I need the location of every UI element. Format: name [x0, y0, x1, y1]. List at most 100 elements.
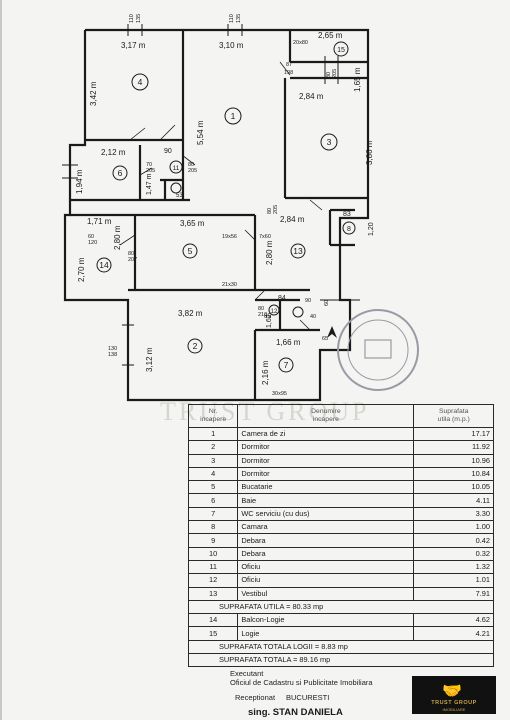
dim-label: 2,16 m [261, 360, 270, 385]
cell-area: 4.21 [413, 626, 494, 641]
room-number-11: 11 [173, 165, 180, 172]
dim-label: 3,65 m [180, 219, 205, 228]
cell-nr: 5 [187, 480, 239, 495]
signature-executant: Executant [230, 669, 264, 678]
dim-label: 2,70 m [77, 257, 86, 282]
dim-label: 2,84 m [280, 215, 305, 224]
room-number-3: 3 [327, 137, 332, 147]
cell-nr: 13 [187, 586, 239, 601]
dim-label: 1,66 m [276, 338, 301, 347]
opening-label: 65 [322, 336, 328, 342]
cell-name: Vestibul [237, 586, 415, 601]
cell-name: WC serviciu (cu dus) [237, 506, 415, 522]
cell-nr: 1 [187, 426, 239, 442]
cell-nr: 3 [187, 453, 239, 468]
room-number-2: 2 [193, 341, 198, 351]
opening-label: 30x95 [272, 391, 287, 397]
opening-label: 40 [310, 314, 316, 320]
opening-label: 80 [258, 306, 264, 312]
opening-label: 87 [286, 62, 292, 68]
cell-name: Camara [237, 520, 415, 535]
opening-label: 135 [136, 14, 142, 23]
opening-label: 90 [305, 298, 311, 304]
cell-nr: 11 [187, 559, 239, 575]
dim-label: 2,80 m [113, 225, 122, 250]
north-arrow-icon [327, 326, 337, 338]
opening-label: 205 [188, 168, 197, 174]
cell-nr: 12 [187, 573, 239, 588]
dim-label: 3,86 m [365, 140, 374, 165]
opening-label: 138 [108, 352, 117, 358]
cell-area: 3.30 [413, 506, 494, 522]
opening-label: 210 [258, 312, 267, 318]
cell-name: Debara [237, 546, 415, 561]
cell-name: Baie [237, 493, 415, 508]
dim-label: 3,10 m [219, 41, 244, 50]
opening-label: 60 [324, 300, 330, 306]
opening-label: 120 [88, 240, 97, 246]
opening-label: 135 [236, 14, 242, 23]
opening-label: 205 [146, 168, 155, 174]
opening-label: 21x30 [222, 282, 237, 288]
dim-label: 53 [176, 193, 183, 199]
page-edge [0, 0, 2, 720]
dim-label: 90 [164, 148, 172, 155]
cell-name: Dormitor [237, 440, 415, 455]
signature-name: sing. STAN DANIELA [248, 707, 343, 718]
handshake-icon: 🤝 [442, 683, 462, 700]
cell-name: Camera de zi [237, 426, 415, 442]
signature-receptionat: Receptionat [235, 693, 276, 702]
cell-area: 7.91 [413, 586, 494, 601]
total-logii: SUPRAFATA TOTALA LOGII = 8.83 mp [188, 639, 494, 655]
cell-nr: 8 [187, 520, 239, 535]
dim-label: 1,71 m [87, 217, 112, 226]
cell-area: 17.17 [413, 426, 494, 442]
table-row-total-utila: SUPRAFATA UTILA = 80.33 mp [188, 599, 494, 615]
dim-label: 3,42 m [89, 81, 98, 106]
cell-name: Oficiu [237, 573, 415, 588]
cell-area: 1.32 [413, 559, 494, 575]
opening-label: 130 [108, 346, 117, 352]
cell-nr: 9 [187, 533, 239, 548]
logo-sub: IMOBILIARE [442, 707, 466, 712]
signature-office: Oficiul de Cadastru si Publicitate Imobi… [230, 678, 373, 687]
cell-name: Debara [237, 533, 415, 548]
table-row-total-logii: SUPRAFATA TOTALA LOGII = 8.83 mp [188, 639, 494, 655]
signature-city: BUCURESTI [286, 693, 330, 702]
room-number-14: 14 [99, 260, 109, 270]
cell-area: 10.05 [413, 480, 494, 495]
dim-label: 2,65 m [318, 31, 343, 40]
room-number-12: 12 [271, 309, 278, 315]
dim-label: 2,12 m [101, 148, 126, 157]
dim-label: 65 [264, 314, 271, 320]
cell-name: Logie [237, 626, 415, 641]
room-number-4: 4 [138, 77, 143, 87]
opening-label: 110 [129, 14, 135, 23]
cell-name: Dormitor [237, 466, 415, 482]
notary-stamp [337, 309, 419, 391]
room-number-6: 6 [118, 168, 123, 178]
dim-label: 3,12 m [145, 347, 154, 372]
trust-group-logo: 🤝 TRUST GROUP IMOBILIARE [412, 676, 496, 714]
dim-label: 1,65 m [353, 67, 362, 92]
cell-area: 1.00 [413, 520, 494, 535]
opening-label: 205 [273, 205, 279, 214]
opening-label: 20x80 [293, 40, 308, 46]
cell-area: 0.32 [413, 546, 494, 561]
cell-nr: 7 [187, 506, 239, 522]
opening-label: 70 [146, 162, 152, 168]
cell-name: Oficiu [237, 559, 415, 575]
dim-label: 3,82 m [178, 309, 203, 318]
cell-area: 10.84 [413, 466, 494, 482]
